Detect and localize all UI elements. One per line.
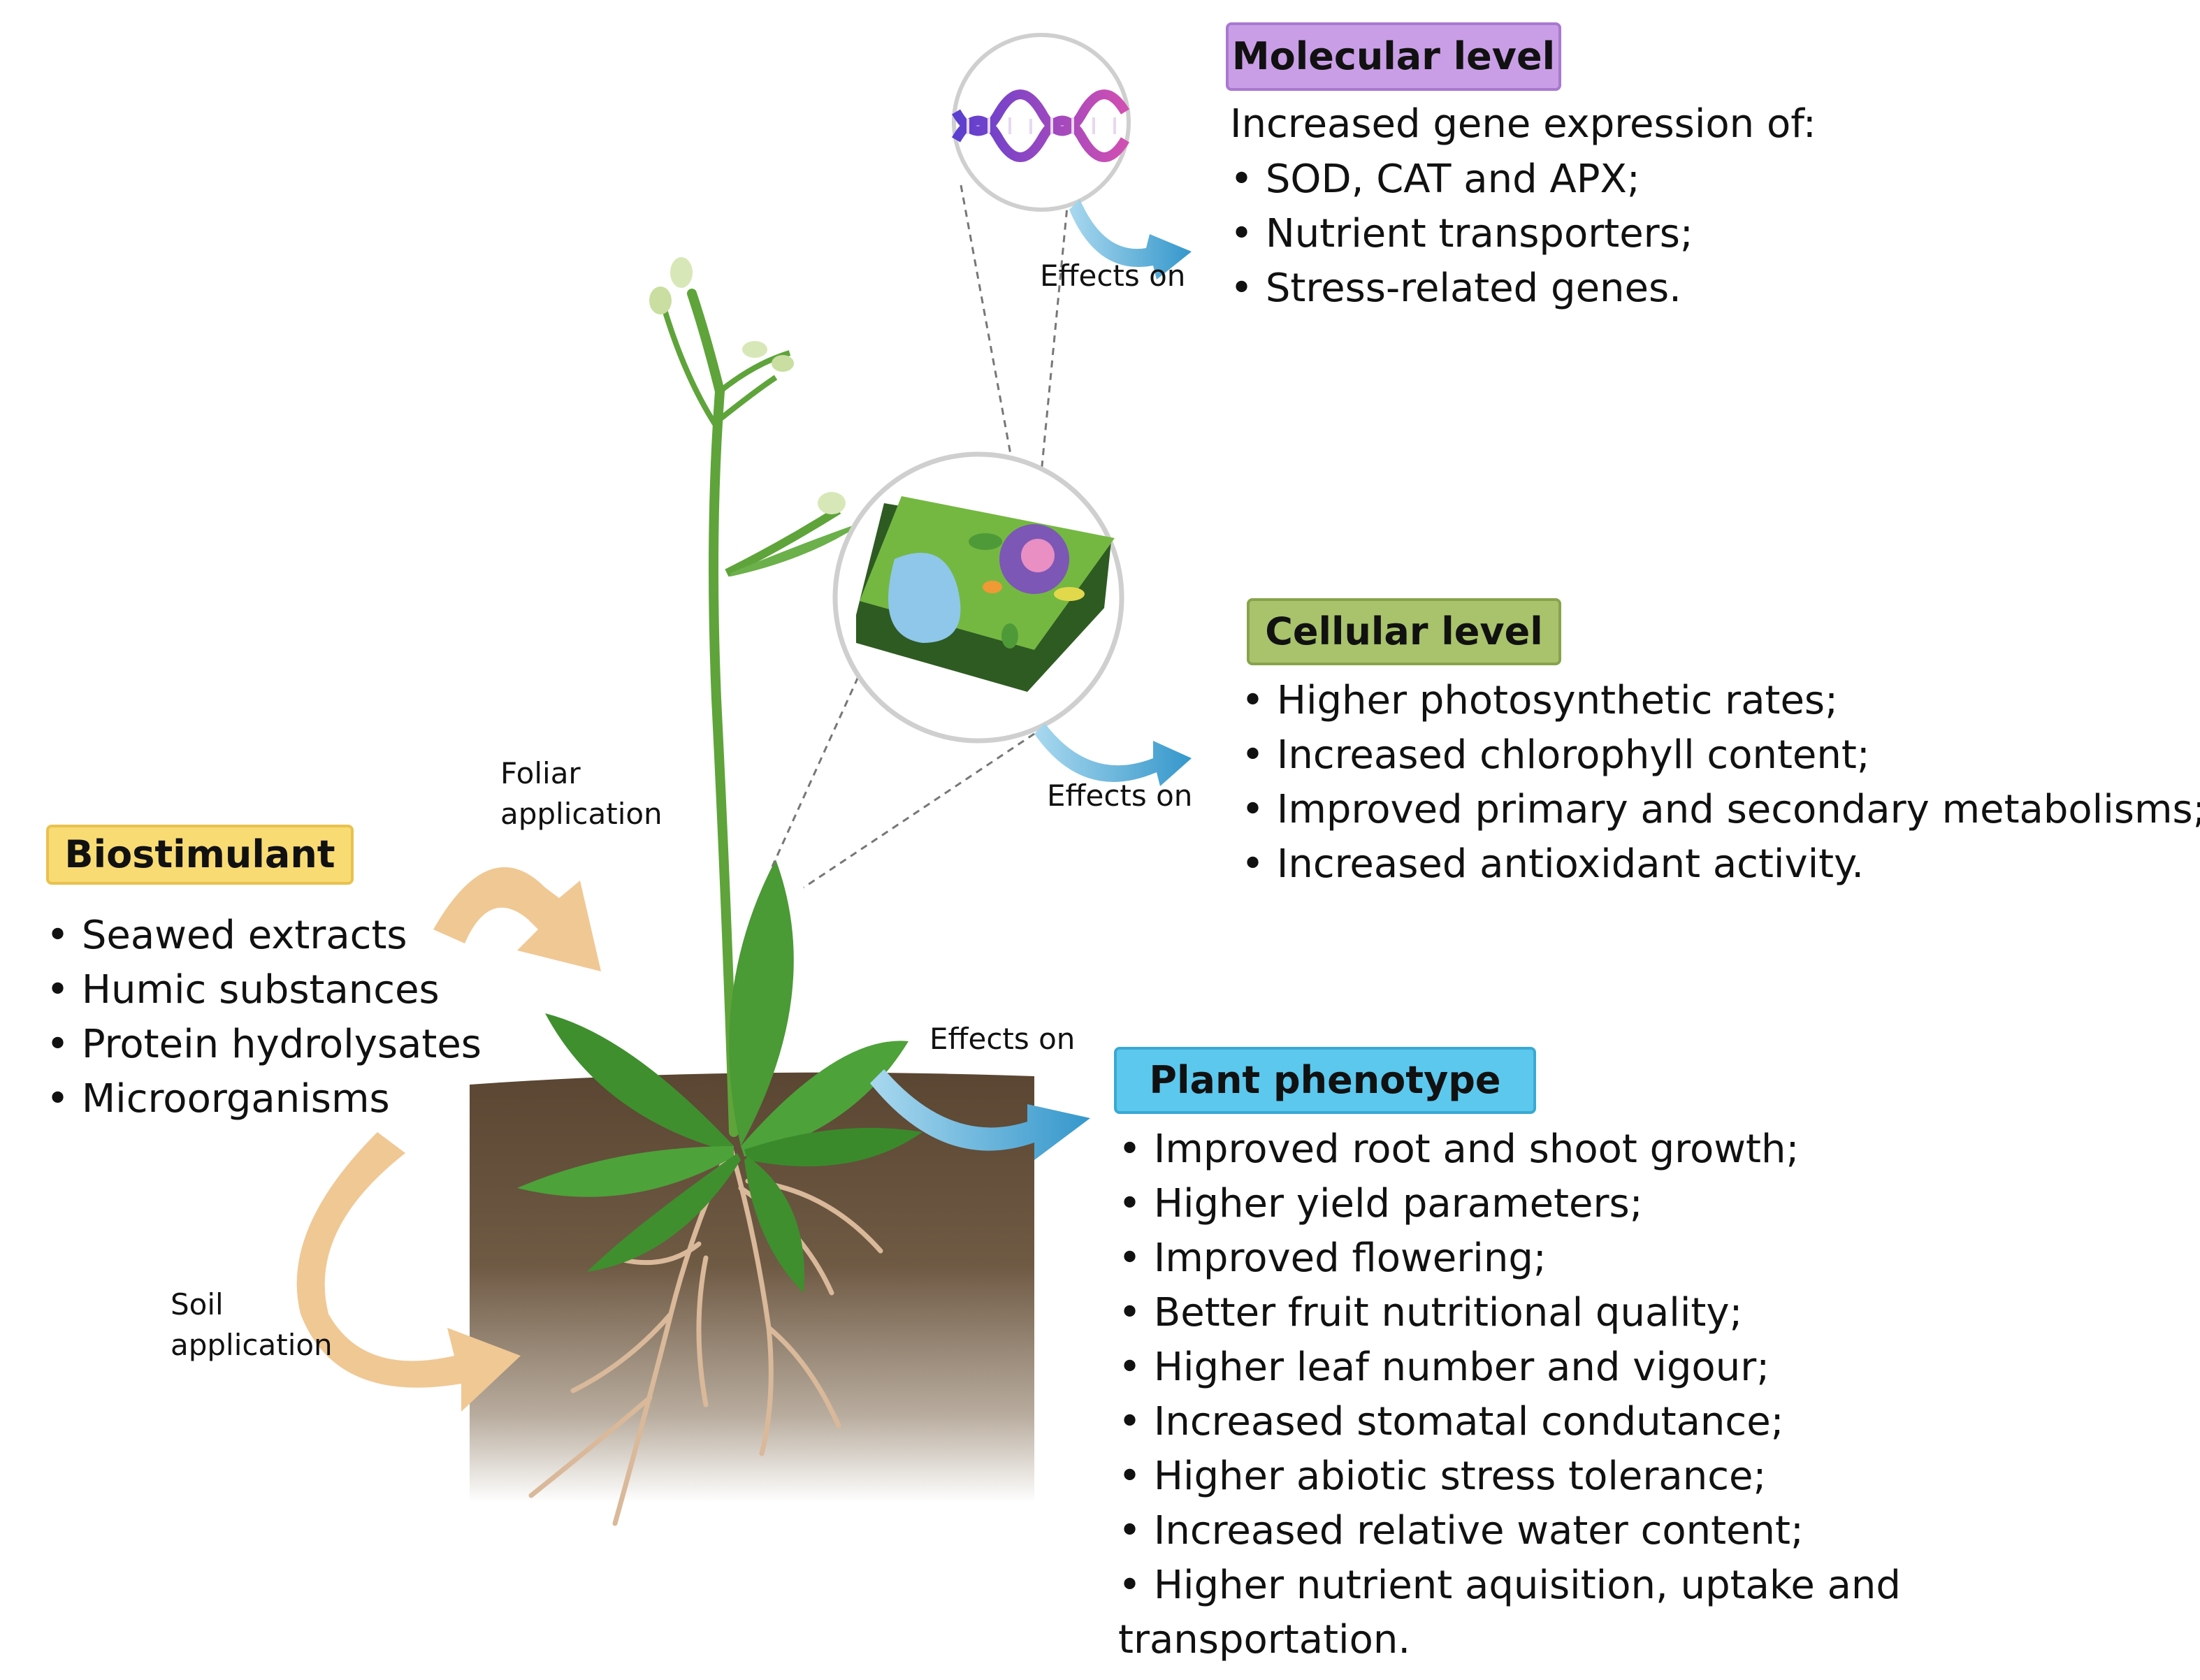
soil-label: Soil application [171, 1284, 333, 1366]
effects-label-molecular: Effects on [1040, 259, 1186, 293]
biostimulant-item: • Humic substances [46, 967, 440, 1013]
phenotype-title: Plant phenotype [1114, 1047, 1536, 1114]
phenotype-list: • Improved root and shoot growth; • High… [1118, 1122, 1901, 1667]
foliar-label-line: application [500, 797, 663, 831]
biostimulant-title: Biostimulant [46, 825, 354, 885]
phenotype-item: • Improved flowering; [1118, 1236, 1547, 1281]
cellular-item: • Increased antioxidant activity. [1241, 841, 1865, 887]
plant-cell-icon [832, 451, 1124, 744]
soil-label-line: Soil [171, 1287, 224, 1321]
molecular-title: Molecular level [1226, 22, 1561, 91]
phenotype-item: • Increased stomatal condutance; [1118, 1399, 1784, 1444]
molecular-item: • Stress-related genes. [1230, 266, 1681, 311]
biostimulant-item: • Seawed extracts [46, 913, 407, 958]
cellular-title: Cellular level [1247, 598, 1561, 665]
phenotype-item-continuation: transportation. [1118, 1617, 1411, 1663]
molecular-item: • SOD, CAT and APX; [1230, 157, 1640, 202]
cellular-item: • Improved primary and secondary metabol… [1241, 787, 2200, 832]
effects-arrows [870, 199, 1192, 1160]
foliar-label: Foliar application [500, 753, 663, 834]
cellular-item: • Higher photosynthetic rates; [1241, 678, 1838, 723]
curved-arrow-icon [296, 867, 601, 1412]
phenotype-item: • Improved root and shoot growth; [1118, 1127, 1800, 1172]
biostimulant-item: • Protein hydrolysates [46, 1022, 482, 1067]
phenotype-item: • Increased relative water content; [1118, 1508, 1804, 1554]
phenotype-item: • Higher abiotic stress tolerance; [1118, 1454, 1767, 1499]
effects-label-phenotype: Effects on [929, 1022, 1076, 1056]
phenotype-item: • Higher yield parameters; [1118, 1181, 1643, 1226]
phenotype-item: • Higher leaf number and vigour; [1118, 1345, 1770, 1390]
molecular-item: • Nutrient transporters; [1230, 211, 1693, 256]
biostimulant-item: • Microorganisms [46, 1076, 390, 1122]
molecular-list: • SOD, CAT and APX; • Nutrient transport… [1230, 152, 1693, 316]
phenotype-item: • Higher nutrient aquisition, uptake and [1118, 1563, 1901, 1608]
cellular-item: • Increased chlorophyll content; [1241, 732, 1870, 778]
plant-icon [517, 257, 922, 1293]
phenotype-item: • Better fruit nutritional quality; [1118, 1290, 1743, 1335]
foliar-label-line: Foliar [500, 756, 581, 790]
effects-label-cellular: Effects on [1047, 779, 1193, 813]
soil-label-line: application [171, 1328, 333, 1362]
biostimulant-list: • Seawed extracts • Humic substances • P… [46, 908, 482, 1127]
dna-icon [951, 33, 1131, 212]
molecular-intro: Increased gene expression of: [1230, 101, 1816, 147]
cellular-list: • Higher photosynthetic rates; • Increas… [1241, 674, 2200, 892]
